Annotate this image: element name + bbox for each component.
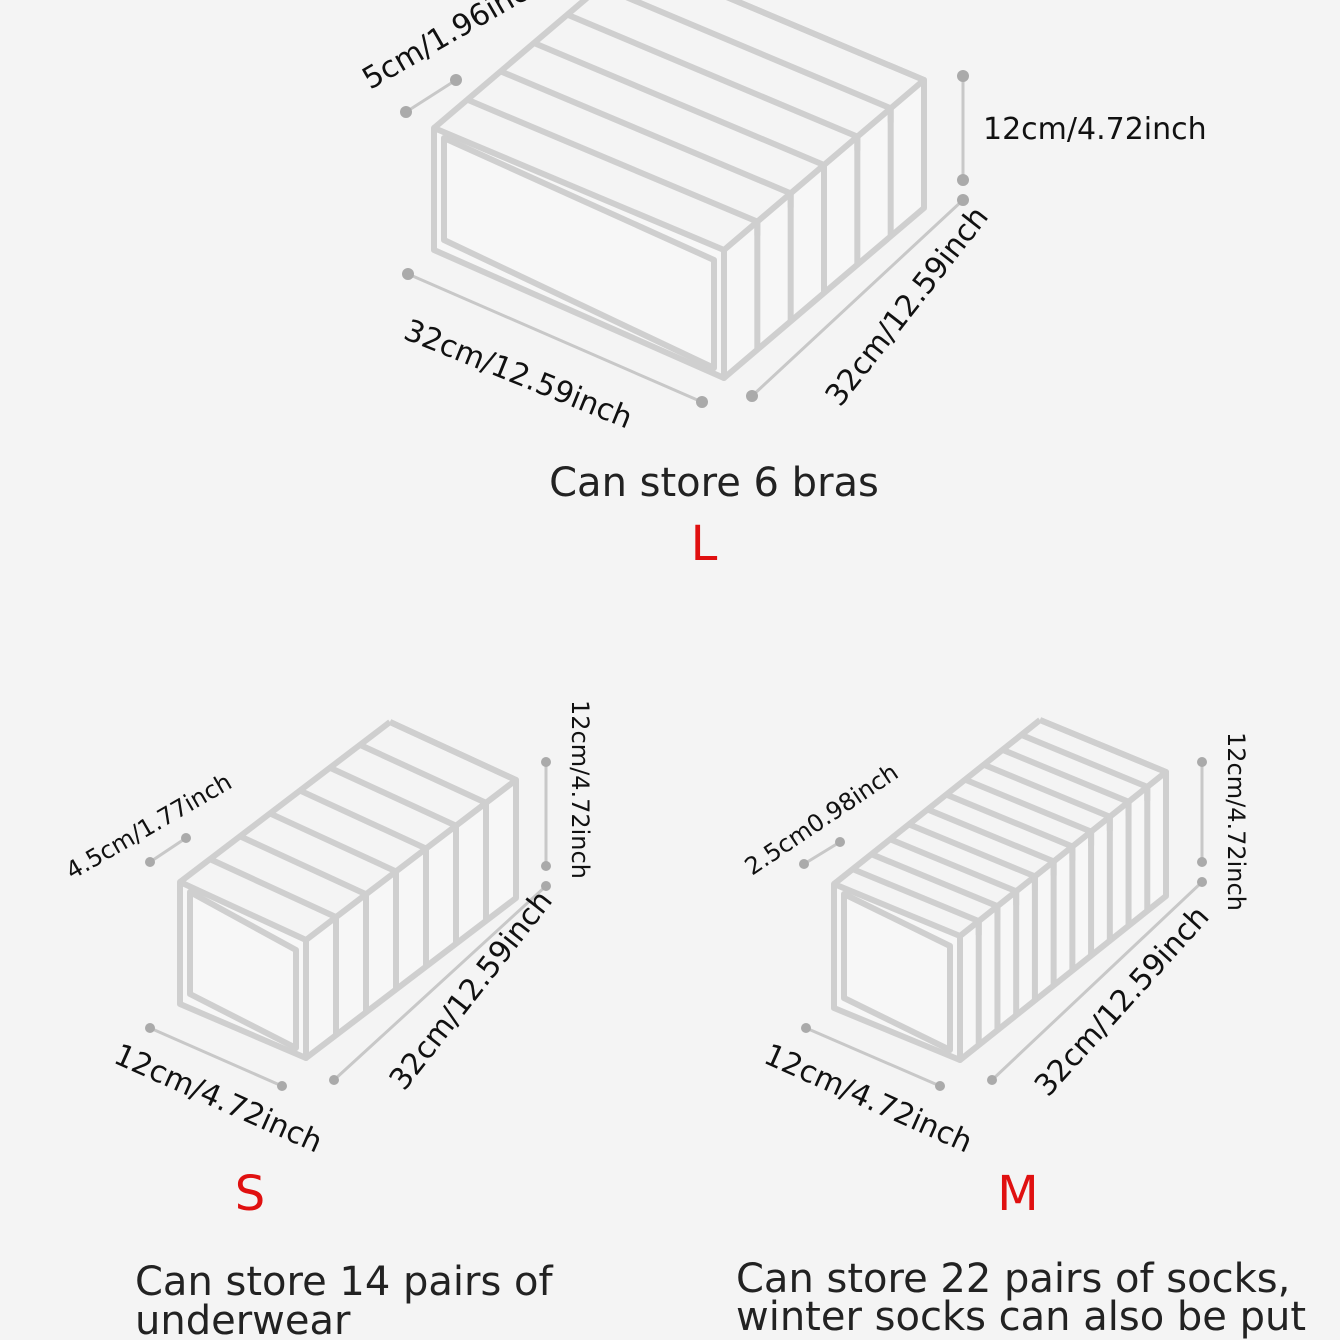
small-caption-line-2: underwear [135, 1298, 351, 1340]
left-rim [832, 717, 1042, 887]
small-organizer: 4.5cm/1.77inch 12cm/4.72inch 12cm/4.72in… [61, 700, 594, 1340]
box-front-inner [187, 889, 299, 1051]
small-size-letter: S [235, 1166, 265, 1222]
box-front-inner [841, 891, 953, 1053]
back-rim [1038, 717, 1168, 775]
left-rim [178, 719, 392, 885]
small-dimension-lines [145, 757, 551, 1091]
medium-organizer-drawing [831, 717, 1169, 1063]
large-width-dimension: 32cm/12.59inch [399, 313, 637, 436]
medium-caption-line-1: Can store 22 pairs of socks, [736, 1256, 1290, 1302]
back-rim [726, 0, 926, 83]
box-front-panel [831, 881, 963, 1063]
medium-dimension-lines [799, 757, 1207, 1091]
medium-divider-dimension: 2.5cm0.98inch [740, 758, 904, 881]
box-front-panel [431, 125, 727, 381]
large-size-letter: L [691, 516, 718, 572]
back-rim [388, 719, 518, 783]
medium-height-dimension: 12cm/4.72inch [1222, 732, 1250, 911]
medium-organizer: 2.5cm0.98inch 12cm/4.72inch 12cm/4.72inc… [736, 717, 1306, 1340]
small-organizer-drawing [177, 719, 519, 1061]
large-organizer: 5cm/1.96inch 12cm/4.72inch 32cm/12.59inc… [357, 0, 1207, 572]
small-height-dimension: 12cm/4.72inch [566, 700, 594, 879]
small-divider-dimension: 4.5cm/1.77inch [61, 768, 237, 886]
large-height-dimension: 12cm/4.72inch [983, 112, 1207, 147]
box-front-panel [177, 879, 309, 1061]
small-caption-line-1: Can store 14 pairs of [135, 1259, 553, 1305]
medium-caption-line-2: winter socks can also be put [736, 1294, 1306, 1340]
large-caption: Can store 6 bras [549, 460, 879, 506]
medium-size-letter: M [997, 1166, 1038, 1222]
compartment-divider [726, 0, 927, 94]
large-organizer-drawing [431, 0, 927, 381]
compartment-divider [625, 0, 894, 123]
left-rim [432, 0, 590, 131]
large-dimension-lines [400, 70, 969, 408]
box-front-inner [441, 135, 717, 371]
